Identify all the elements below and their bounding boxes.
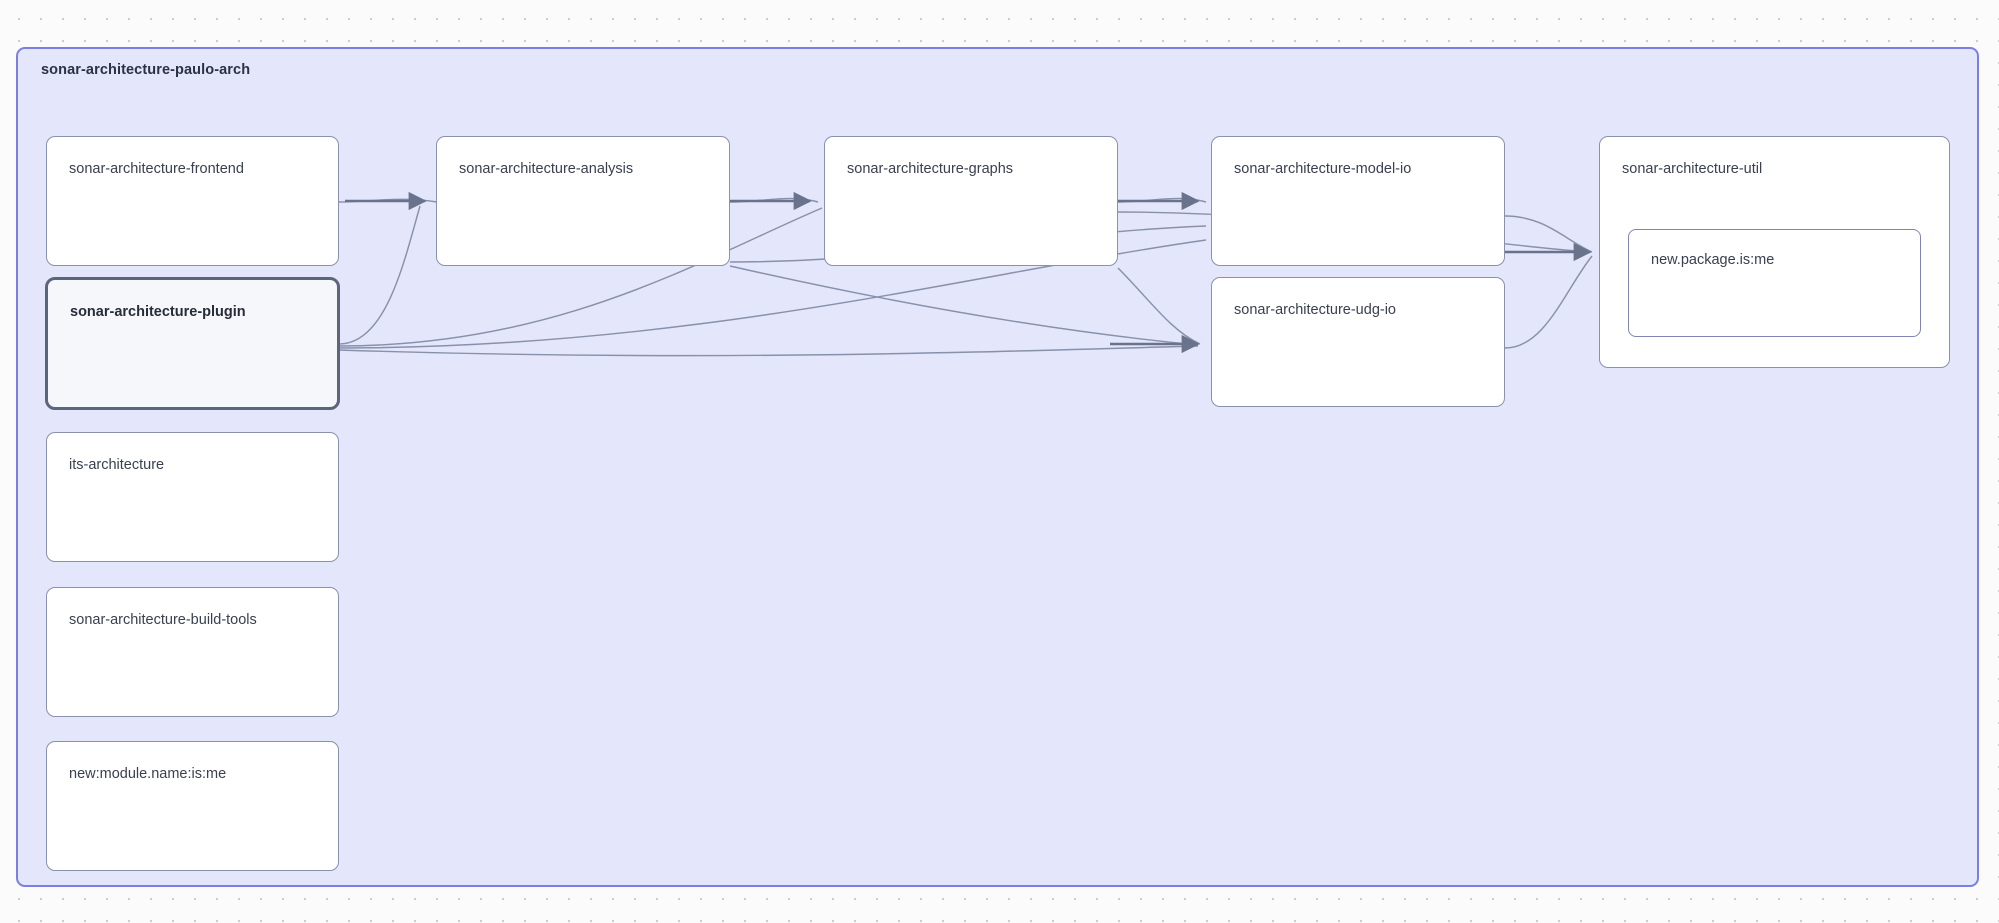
node-sonar-architecture-model-io[interactable]: sonar-architecture-model-io [1211, 136, 1505, 266]
node-label: sonar-architecture-udg-io [1234, 302, 1396, 318]
node-label: sonar-architecture-graphs [847, 161, 1014, 177]
node-label: sonar-architecture-plugin [70, 304, 246, 320]
node-sonar-architecture-plugin[interactable]: sonar-architecture-plugin [45, 277, 340, 410]
group-title: sonar-architecture-paulo-arch [41, 62, 251, 78]
node-label: new:module.name:is:me [69, 766, 227, 782]
node-sonar-architecture-udg-io[interactable]: sonar-architecture-udg-io [1211, 277, 1505, 407]
node-label: sonar-architecture-build-tools [69, 612, 257, 628]
node-label: sonar-architecture-analysis [459, 161, 634, 177]
node-sonar-architecture-analysis[interactable]: sonar-architecture-analysis [436, 136, 730, 266]
node-sonar-architecture-graphs[interactable]: sonar-architecture-graphs [824, 136, 1118, 266]
package-new-package-is-me[interactable]: new.package.is:me [1628, 229, 1921, 337]
node-sonar-architecture-frontend[interactable]: sonar-architecture-frontend [46, 136, 339, 266]
package-label: new.package.is:me [1651, 252, 1775, 268]
node-sonar-architecture-util[interactable]: sonar-architecture-util new.package.is:m… [1599, 136, 1950, 368]
node-sonar-architecture-build-tools[interactable]: sonar-architecture-build-tools [46, 587, 339, 717]
node-label: its-architecture [69, 457, 165, 473]
node-its-architecture[interactable]: its-architecture [46, 432, 339, 562]
node-label: sonar-architecture-util [1622, 161, 1763, 177]
node-label: sonar-architecture-model-io [1234, 161, 1412, 177]
node-label: sonar-architecture-frontend [69, 161, 244, 177]
node-new-module-name-is-me[interactable]: new:module.name:is:me [46, 741, 339, 871]
